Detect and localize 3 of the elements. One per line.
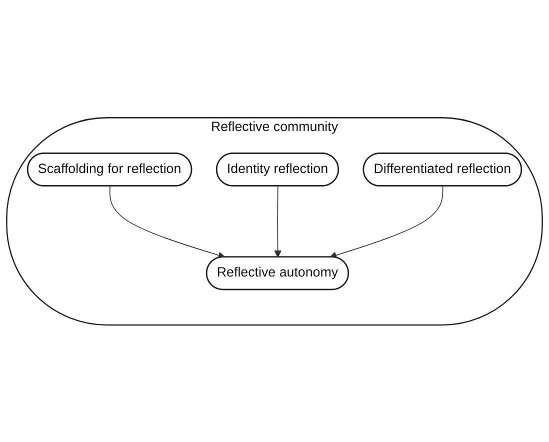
- arrow: [329, 185, 444, 258]
- arrow: [274, 185, 282, 258]
- arrow: [109, 185, 226, 258]
